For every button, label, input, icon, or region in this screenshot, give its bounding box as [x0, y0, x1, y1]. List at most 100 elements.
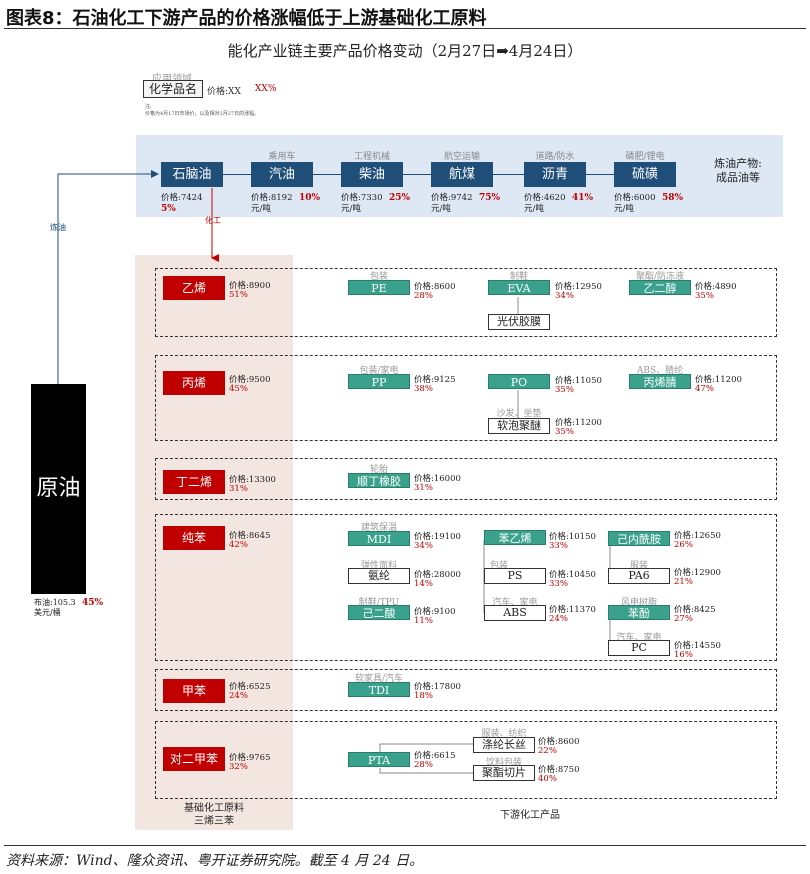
- pxylene-pct: 32%: [229, 762, 248, 772]
- chem-label: 化工: [205, 216, 221, 225]
- toluene-price: 价格:6525: [229, 682, 271, 692]
- filament-price: 价格:8600: [538, 737, 580, 747]
- po-box: PO: [488, 374, 550, 389]
- propylene-box: 丙烯: [163, 371, 225, 395]
- toluene-frame: [155, 669, 777, 711]
- benzene-box: 纯苯: [163, 526, 225, 550]
- diesel-price-value: 价格:7330: [341, 193, 383, 203]
- filament-category: 服装、纺织: [481, 729, 527, 739]
- basic-chem-label-line2: 三烯三苯: [194, 816, 234, 827]
- propylene-frame: [155, 355, 777, 441]
- gasoline-box: 汽油: [251, 162, 313, 187]
- diesel-category: 工程机械: [353, 152, 390, 162]
- eva-price: 价格:12950: [555, 282, 602, 292]
- butadiene-pct: 31%: [229, 484, 248, 494]
- asphalt-category: 道路/防水: [535, 152, 575, 162]
- benzene-frame: [155, 514, 777, 661]
- pa6-pct: 21%: [674, 577, 693, 587]
- filament-pct: 22%: [538, 746, 557, 756]
- side-note-line1: 炼油产物:: [714, 157, 762, 170]
- diesel-unit: 元/吨: [341, 204, 361, 214]
- toluene-pct: 24%: [229, 691, 248, 701]
- butadiene-frame: [155, 458, 777, 500]
- pta-price: 价格:6615: [414, 751, 456, 761]
- crude-pct: 45%: [82, 598, 104, 608]
- ps-category: 包装: [489, 561, 508, 571]
- pxylene-frame: [155, 721, 777, 799]
- po-price: 价格:11050: [555, 376, 602, 386]
- legend-pct: XX%: [255, 84, 277, 94]
- gasoline-pct: 10%: [299, 193, 321, 203]
- spandex-category: 弹性面料: [360, 561, 397, 571]
- abs-price: 价格:11370: [549, 605, 596, 615]
- eva-category: 制鞋: [509, 272, 528, 282]
- legend-price: 价格:XX: [207, 87, 241, 97]
- polyether-box: 软泡聚醚: [488, 418, 550, 434]
- ps-pct: 33%: [549, 579, 568, 589]
- pxylene-box: 对二甲苯: [163, 747, 225, 771]
- ethylene-frame: [155, 268, 777, 337]
- propylene-pct: 45%: [229, 384, 248, 394]
- legend-note-text: 价格为4月17日市场价，以及相对2月27日的涨幅。: [145, 111, 260, 117]
- refining-side-note: 炼油产物:成品油等: [708, 157, 768, 185]
- spandex-pct: 14%: [414, 579, 433, 589]
- basic-chem-label: 基础化工原料三烯三苯: [135, 802, 293, 828]
- ps-box: PS: [484, 568, 546, 584]
- naphtha-price: 价格:7424: [161, 193, 203, 203]
- toluene-box: 甲苯: [163, 679, 225, 703]
- pe-pct: 28%: [414, 291, 433, 301]
- pp-category: 包装/家电: [359, 366, 399, 376]
- side-note-line2: 成品油等: [716, 171, 760, 184]
- sulfur-unit: 元/吨: [614, 204, 634, 214]
- crude-price-value: 布油:105.3: [34, 598, 76, 607]
- legend-product-box: 化学品名: [143, 80, 203, 98]
- sulfur-category: 磷肥/锂电: [625, 152, 665, 162]
- diesel-pct: 25%: [389, 193, 411, 203]
- asphalt-box: 沥青: [524, 162, 586, 187]
- meg-category: 聚酯/防冻液: [635, 272, 685, 282]
- chips-pct: 40%: [538, 774, 557, 784]
- phenol-category: 风电树脂: [620, 598, 657, 608]
- pc-price: 价格:14550: [674, 641, 721, 651]
- pe-price: 价格:8600: [414, 282, 456, 292]
- abs-box: ABS: [484, 605, 546, 621]
- pp-box: PP: [348, 374, 410, 389]
- diagram-title: 能化产业链主要产品价格变动（2月27日➡4月24日）: [227, 42, 583, 60]
- sulfur-box: 硫磺: [614, 162, 676, 187]
- figure-title: 图表8：石油化工下游产品的价格涨幅低于上游基础化工原料: [6, 8, 487, 29]
- acrylonitrile-pct: 47%: [695, 384, 714, 394]
- gasoline-category: 乘用车: [268, 152, 296, 162]
- pp-price: 价格:9125: [414, 375, 456, 385]
- pta-pct: 28%: [414, 760, 433, 770]
- styrene-box: 苯乙烯: [484, 530, 546, 545]
- caprolactam-box: 己内酰胺: [608, 531, 670, 546]
- acrylonitrile-category: ABS、腈纶: [636, 366, 684, 376]
- chips-box: 聚酯切片: [473, 765, 535, 781]
- ethylene-box: 乙烯: [163, 276, 225, 300]
- pc-pct: 16%: [674, 650, 693, 660]
- basic-chem-label-line1: 基础化工原料: [184, 803, 244, 814]
- pp-pct: 38%: [414, 384, 433, 394]
- filament-box: 涤纶长丝: [473, 737, 535, 753]
- tdi-box: TDI: [348, 682, 410, 697]
- acrylonitrile-box: 丙烯腈: [629, 374, 691, 389]
- polyether-price: 价格:11200: [555, 418, 602, 428]
- pta-box: PTA: [348, 752, 410, 767]
- br-box: 顺丁橡胶: [348, 473, 410, 488]
- sulfur-price-value: 价格:6000: [614, 193, 656, 203]
- asphalt-pct: 41%: [572, 193, 594, 203]
- downstream-label: 下游化工产品: [500, 810, 560, 821]
- pc-box: PC: [608, 640, 670, 656]
- benzene-pct: 42%: [229, 540, 248, 550]
- ethylene-pct: 51%: [229, 290, 248, 300]
- jetfuel-unit: 元/吨: [431, 204, 451, 214]
- abs-category: 汽车、家电: [492, 598, 538, 608]
- pa6-category: 服装: [629, 561, 648, 571]
- pa6-price: 价格:12900: [674, 568, 721, 578]
- adipic-pct: 11%: [414, 616, 433, 626]
- source-note: 资料来源：Wind、隆众资讯、粤开证券研究院。截至 4 月 24 日。: [6, 853, 424, 869]
